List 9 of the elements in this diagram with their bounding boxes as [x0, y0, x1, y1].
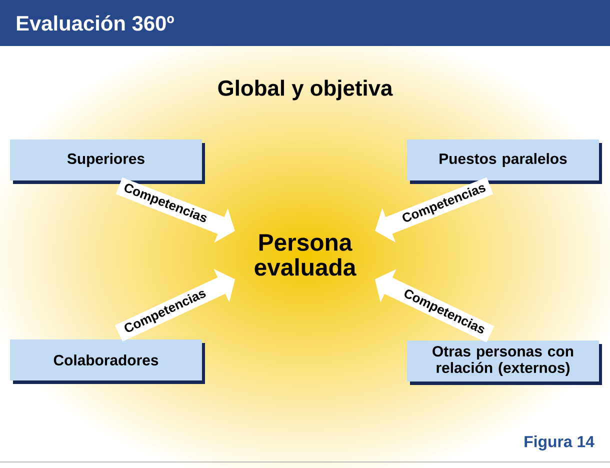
figure-caption: Figura 14: [524, 436, 594, 450]
title: Evaluación 360º: [16, 15, 174, 31]
center-label: Persona evaluada: [254, 234, 356, 276]
source-box: Colaboradores: [10, 340, 205, 384]
block-arrow: [375, 177, 494, 243]
source-box: Superiores: [10, 140, 205, 184]
subtitle: Global y objetiva: [218, 80, 393, 100]
source-box: Otras personas con relación (externos): [407, 340, 602, 385]
source-box: Puestos paralelos: [407, 140, 602, 184]
